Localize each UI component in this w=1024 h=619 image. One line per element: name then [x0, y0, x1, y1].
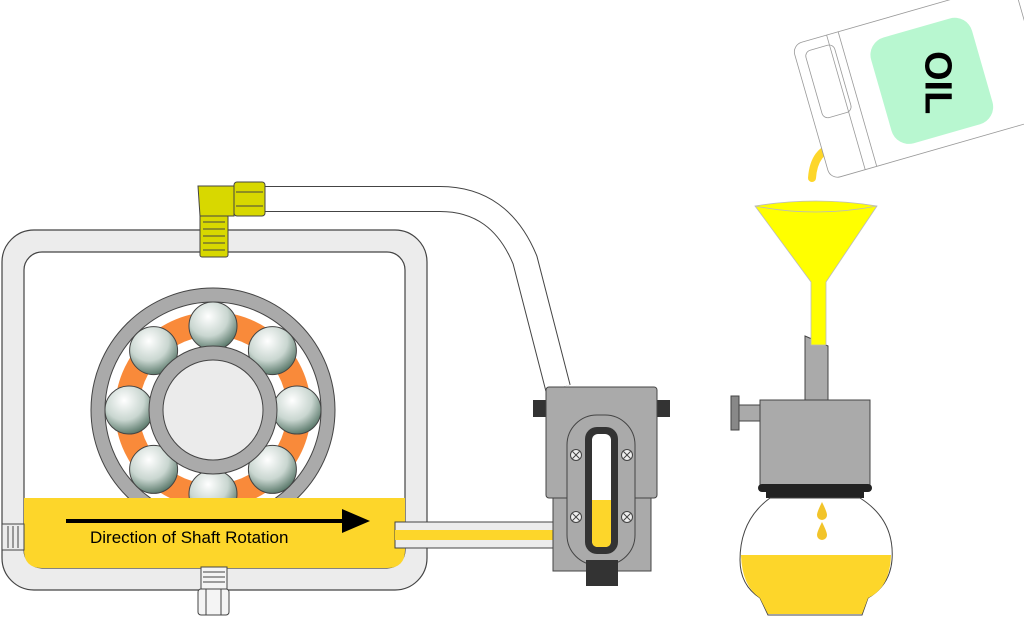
bottle-label-text: OIL	[917, 51, 959, 114]
bearing-ball	[104, 385, 154, 435]
adjust-knob	[730, 395, 740, 431]
sight-glass-nut	[586, 560, 618, 586]
bottle-handle	[805, 44, 852, 119]
sight-glass-oil-level	[592, 500, 611, 547]
screw-icon	[570, 511, 582, 523]
right-knob	[656, 400, 670, 417]
oiler-inlet-tube	[804, 335, 829, 406]
oil-drop	[817, 522, 827, 540]
bearing-balls	[104, 301, 322, 498]
oil-drop	[817, 502, 827, 520]
bearing-ball	[188, 301, 238, 351]
bearing-ball	[129, 444, 179, 494]
level-tube	[394, 521, 556, 549]
shaft-bore	[162, 359, 264, 461]
reservoir-oil	[741, 555, 891, 614]
oiler-body	[759, 399, 871, 486]
side-vent	[1, 523, 25, 551]
oil-bath	[24, 498, 405, 568]
elbow-fitting	[197, 181, 266, 258]
funnel	[754, 200, 878, 346]
constant-level-oiler	[730, 335, 893, 616]
bearing-ball	[272, 385, 322, 435]
screw-icon	[570, 449, 582, 461]
sight-glass-unit	[533, 386, 670, 586]
screw-icon	[621, 449, 633, 461]
bearing-ball	[247, 326, 297, 376]
bearing-ball	[247, 444, 297, 494]
bottle-label	[870, 17, 994, 144]
drain-plug	[197, 566, 230, 616]
rotation-caption: Direction of Shaft Rotation	[90, 528, 288, 547]
screw-icon	[621, 511, 633, 523]
rotation-arrow	[66, 509, 370, 533]
oil-bottle: OIL	[793, 0, 1024, 178]
ball-bearing	[90, 287, 336, 498]
supply-tube	[262, 186, 571, 392]
bearing-ball	[129, 326, 179, 376]
left-knob	[533, 400, 547, 417]
